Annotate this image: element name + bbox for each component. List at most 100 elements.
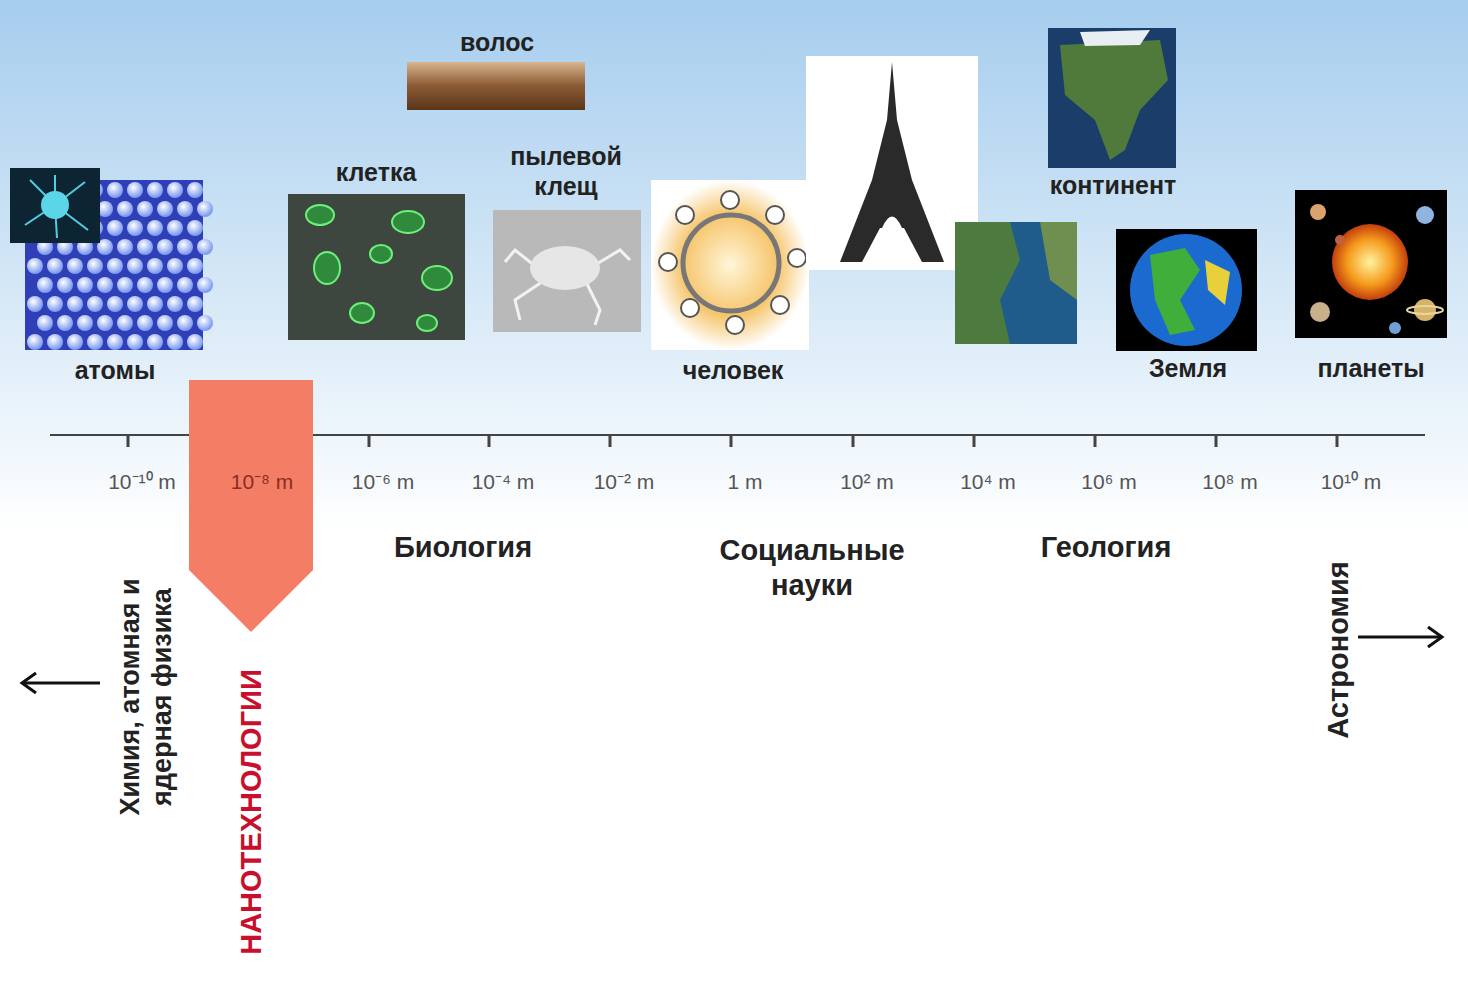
atom — [117, 201, 133, 217]
atom — [47, 296, 63, 312]
cells — [306, 205, 452, 331]
atom — [137, 315, 153, 331]
atom — [167, 220, 183, 236]
band-title: НАНОТЕХНОЛОГИИ — [235, 669, 268, 955]
atom — [197, 277, 213, 293]
eiffel-arch — [882, 217, 902, 229]
band-arrow-shape — [189, 380, 313, 640]
object-caption: клетка — [336, 157, 417, 187]
atom — [137, 201, 153, 217]
atom — [127, 182, 143, 198]
left-arrow — [22, 673, 100, 693]
atom — [147, 258, 163, 274]
atom — [177, 315, 193, 331]
atom — [127, 220, 143, 236]
atom — [77, 277, 93, 293]
atom — [197, 239, 213, 255]
atom — [187, 258, 203, 274]
axis-tick — [1094, 435, 1097, 447]
axis-tick — [127, 435, 130, 447]
atom — [37, 277, 53, 293]
map-land — [955, 222, 1020, 344]
field-name: Химия, атомная и ядерная физика — [114, 527, 179, 867]
map-image — [955, 222, 1077, 344]
atom — [157, 277, 173, 293]
atom — [97, 277, 113, 293]
sun — [1332, 224, 1408, 300]
cell-image — [288, 194, 465, 340]
right-arrow — [1358, 627, 1442, 647]
human-ring — [683, 215, 779, 311]
atom — [97, 315, 113, 331]
atom — [107, 182, 123, 198]
atom — [67, 258, 83, 274]
atom — [147, 182, 163, 198]
atom — [187, 182, 203, 198]
molecule-icon — [10, 168, 100, 243]
atom — [187, 220, 203, 236]
scale-tick-label: 10² m — [840, 469, 894, 494]
atom — [117, 277, 133, 293]
scale-tick-label: 10⁸ m — [1202, 469, 1258, 494]
axis-tick — [368, 435, 371, 447]
atom — [167, 258, 183, 274]
human-image — [651, 180, 809, 350]
scale-tick-label: 10⁶ m — [1081, 469, 1136, 494]
earth-land — [1150, 248, 1200, 335]
atom — [187, 296, 203, 312]
continent-ice — [1080, 30, 1150, 46]
axis-tick — [488, 435, 491, 447]
molecule-rays — [25, 175, 88, 238]
atom — [167, 334, 183, 350]
atom — [57, 277, 73, 293]
molecule-core — [41, 191, 69, 219]
axis-tick — [730, 435, 733, 447]
axis-tick — [852, 435, 855, 447]
atom — [77, 315, 93, 331]
atom — [107, 258, 123, 274]
continent-image — [1048, 28, 1176, 168]
eiffel-image — [806, 56, 978, 270]
atom — [67, 334, 83, 350]
field-name: Социальные науки — [677, 533, 947, 603]
atom — [167, 296, 183, 312]
object-caption: человек — [683, 355, 784, 385]
scale-tick-label: 10⁻⁸ m — [231, 469, 294, 494]
atom-grid — [27, 182, 213, 350]
axis-tick — [1215, 435, 1218, 447]
object-caption: планеты — [1317, 353, 1424, 383]
mite-image — [493, 210, 641, 332]
scale-tick-label: 10⁻⁶ m — [352, 469, 414, 494]
atom — [107, 220, 123, 236]
atom — [177, 201, 193, 217]
band-arrow — [189, 380, 313, 632]
atom — [147, 296, 163, 312]
atom — [87, 296, 103, 312]
planets — [1310, 204, 1443, 334]
mite-body — [530, 246, 600, 290]
atom — [57, 315, 73, 331]
axis-tick — [609, 435, 612, 447]
atom — [127, 334, 143, 350]
atoms-image — [25, 180, 203, 350]
atom — [67, 296, 83, 312]
scale-tick-label: 10¹⁰ m — [1321, 469, 1382, 494]
atom — [197, 315, 213, 331]
object-caption: волос — [460, 27, 534, 57]
field-name: Астрономия — [1321, 561, 1356, 738]
atom — [37, 315, 53, 331]
atom — [137, 277, 153, 293]
atom — [197, 201, 213, 217]
atom — [107, 296, 123, 312]
atom — [177, 239, 193, 255]
object-caption: атомы — [75, 355, 156, 385]
field-name: Геология — [1041, 530, 1172, 565]
hair-image — [407, 62, 585, 110]
atom — [47, 258, 63, 274]
earth-image — [1116, 229, 1257, 351]
atom — [127, 258, 143, 274]
atom — [27, 334, 43, 350]
atom — [27, 258, 43, 274]
continent-land — [1060, 40, 1168, 160]
object-caption: пылевой клещ — [481, 141, 651, 201]
